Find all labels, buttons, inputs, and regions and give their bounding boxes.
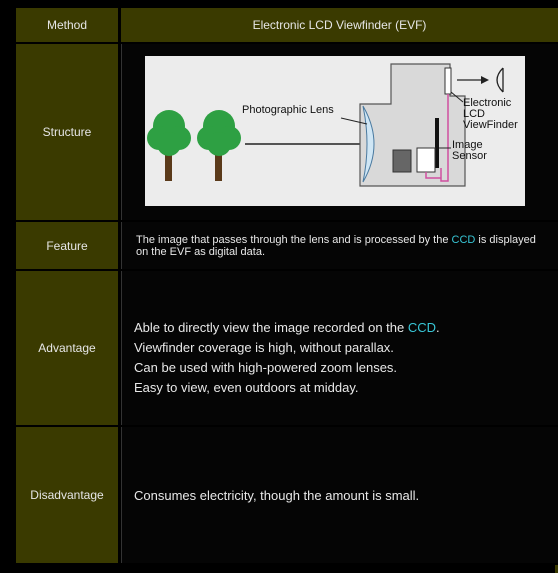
structure-row: Structure [16,44,558,222]
image-sensor [435,118,439,168]
signal-wire [440,94,449,182]
tree-icon [147,110,191,181]
evf-label: Electronic LCD ViewFinder [463,97,518,131]
ccd-link[interactable]: CCD [407,320,437,335]
feature-row: Feature The image that passes through th… [16,222,558,271]
advantage-cell: Able to directly view the image recorded… [121,271,558,425]
evf-screen [444,67,452,95]
eye-icon [496,67,504,93]
tree-icon [197,110,241,181]
advantage-text: Able to directly view the image recorded… [134,320,440,395]
feature-cell: The image that passes through the lens a… [121,222,558,269]
advantage-row: Advantage Able to directly view the imag… [16,271,558,427]
feature-text: The image that passes through the lens a… [136,234,536,258]
method-header: Method [16,8,121,42]
disadvantage-cell: Consumes electricity, though the amount … [121,427,558,563]
processor-box [392,149,412,173]
ccd-link[interactable]: CCD [451,234,476,246]
structure-label: Structure [16,44,121,220]
lens-label: Photographic Lens [242,104,334,116]
disadvantage-label: Disadvantage [16,427,121,563]
header-row: Method Electronic LCD Viewfinder (EVF) [16,8,558,44]
circuit-box [416,147,436,173]
advantage-label: Advantage [16,271,121,425]
sensor-label: Image Sensor [452,139,487,162]
disadvantage-row: Disadvantage Consumes electricity, thoug… [16,427,558,565]
evf-header: Electronic LCD Viewfinder (EVF) [121,8,558,42]
lens-icon [362,105,375,183]
disadvantage-text: Consumes electricity, though the amount … [134,487,420,503]
structure-cell: Photographic Lens Electronic LCD ViewFin… [121,44,558,220]
feature-label: Feature [16,222,121,269]
evf-structure-diagram: Photographic Lens Electronic LCD ViewFin… [145,56,525,206]
comparison-table: Method Electronic LCD Viewfinder (EVF) S… [16,8,558,565]
